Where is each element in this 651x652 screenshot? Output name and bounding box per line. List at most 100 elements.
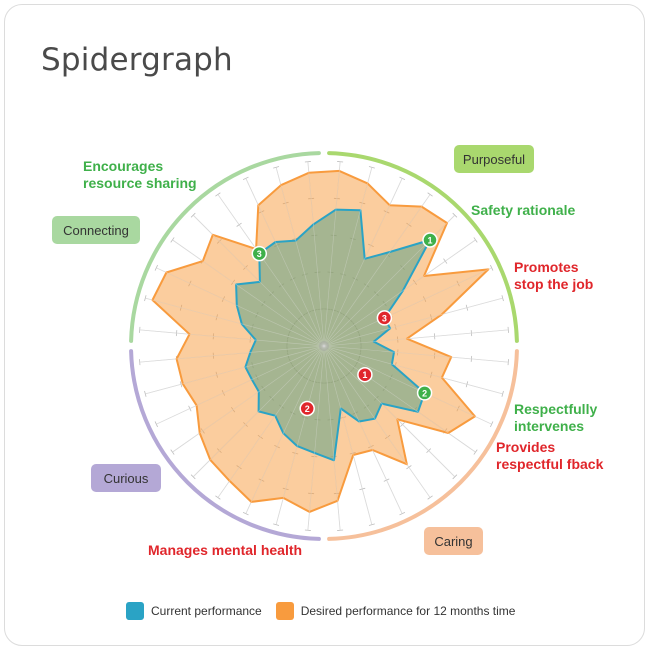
- spoke-overlay: [323, 329, 509, 347]
- spoke-overlay: [323, 345, 503, 395]
- spoke-tick: [139, 359, 141, 366]
- spoke-overlay: [156, 267, 325, 347]
- spoke-tick: [190, 212, 196, 218]
- spoke-tick: [427, 192, 433, 197]
- spoke-overlay: [156, 345, 325, 425]
- spoke-overlay: [172, 239, 325, 347]
- legend-label-desired: Desired performance for 12 months time: [300, 604, 516, 618]
- spoke-overlay: [323, 345, 456, 478]
- group-label: Caring: [434, 534, 472, 549]
- spoke-tick: [490, 421, 494, 428]
- score-marker-label: 2: [422, 388, 427, 398]
- spoke-overlay: [245, 345, 325, 514]
- spoke-tick: [427, 495, 433, 500]
- spoke-overlay: [217, 345, 325, 498]
- spoke-tick: [154, 421, 158, 428]
- spoke-tick: [242, 176, 249, 180]
- annotation-line: stop the job: [514, 276, 593, 292]
- spoke-tick: [452, 474, 458, 480]
- score-marker-label: 3: [257, 249, 262, 259]
- group-arc-1: [327, 349, 519, 541]
- spoke-overlay: [145, 297, 325, 347]
- spoke-overlay: [323, 345, 403, 514]
- spoke-tick: [242, 512, 249, 516]
- spoke-overlay: [323, 178, 403, 347]
- group-label: Purposeful: [463, 152, 525, 167]
- spoke-tick: [443, 258, 448, 264]
- annotation-label: Manages mental health: [148, 542, 302, 558]
- spoke-tick: [400, 422, 405, 427]
- spoke-overlay: [323, 345, 373, 525]
- spoke-tick: [501, 295, 504, 302]
- spoke-overlay: [192, 345, 325, 478]
- score-marker: [251, 245, 268, 262]
- spoke-overlay: [192, 214, 325, 347]
- legend-swatch-desired: [275, 602, 294, 620]
- spoke-tick: [368, 166, 375, 169]
- spoke-tick: [406, 465, 412, 470]
- score-marker: [376, 310, 393, 326]
- spoke-overlay: [323, 239, 476, 347]
- spoke-tick: [215, 192, 221, 197]
- score-marker: [357, 366, 373, 383]
- spoke-tick: [490, 264, 494, 271]
- spoke-tick: [273, 523, 280, 526]
- spoke-tick: [507, 326, 509, 333]
- legend-label-current: Current performance: [151, 604, 262, 618]
- score-marker: [416, 385, 433, 401]
- group-arc-2: [129, 349, 321, 541]
- score-marker: [299, 400, 315, 417]
- annotation-line: Respectfully: [514, 401, 597, 417]
- annotation-line: respectful fback: [496, 456, 604, 472]
- legend-swatch-current: [126, 602, 144, 620]
- spoke-tick: [399, 176, 406, 180]
- legend-item-current[interactable]: Current performance: [126, 602, 262, 620]
- spoke-overlay: [275, 167, 325, 347]
- legend-item-desired[interactable]: Desired performance for 12 months time: [275, 602, 516, 620]
- spoke-tick: [304, 161, 311, 163]
- center-hub: [319, 341, 329, 351]
- spoke-overlay: [172, 345, 325, 453]
- group-label-box: [52, 216, 140, 244]
- spoke-tick: [273, 166, 280, 169]
- score-marker: [422, 232, 438, 248]
- spoke-tick: [473, 449, 478, 455]
- spoke-tick: [170, 237, 175, 243]
- group-label: Connecting: [63, 223, 129, 238]
- spoke-tick: [190, 474, 196, 480]
- spoke-tick: [507, 359, 509, 366]
- spoke-overlay: [145, 345, 325, 395]
- spoke-overlay: [245, 178, 325, 347]
- spoke-tick: [359, 487, 366, 491]
- group-label-box: [91, 464, 161, 492]
- annotation-line: resource sharing: [83, 175, 197, 191]
- score-marker-label: 2: [305, 404, 310, 414]
- spoke-tick: [139, 326, 141, 333]
- spoke-overlay: [323, 345, 492, 425]
- spoke-tick: [426, 448, 432, 454]
- spoke-overlay: [323, 345, 476, 453]
- spoke-overlay: [323, 345, 341, 531]
- spoke-tick: [433, 333, 436, 340]
- spoke-tick: [236, 222, 242, 227]
- score-marker-label: 3: [382, 313, 387, 323]
- spoke-tick: [188, 405, 192, 412]
- spoke-overlay: [323, 297, 503, 347]
- annotation-line: Manages mental health: [148, 542, 302, 558]
- annotation-line: Promotes: [514, 259, 579, 275]
- group-label: Curious: [104, 471, 149, 486]
- spoke-tick: [368, 523, 375, 526]
- spoke-overlay: [275, 345, 325, 525]
- spoke-tick: [144, 295, 147, 302]
- spoke-overlay: [323, 345, 431, 498]
- spoke-tick: [337, 529, 344, 531]
- annotation-line: Safety rationale: [471, 202, 575, 218]
- spoke-tick: [215, 495, 221, 500]
- annotation-label: Safety rationale: [471, 202, 575, 218]
- group-arc-0: [327, 151, 519, 343]
- spoke-tick: [452, 212, 458, 218]
- group-arc-3: [129, 151, 321, 343]
